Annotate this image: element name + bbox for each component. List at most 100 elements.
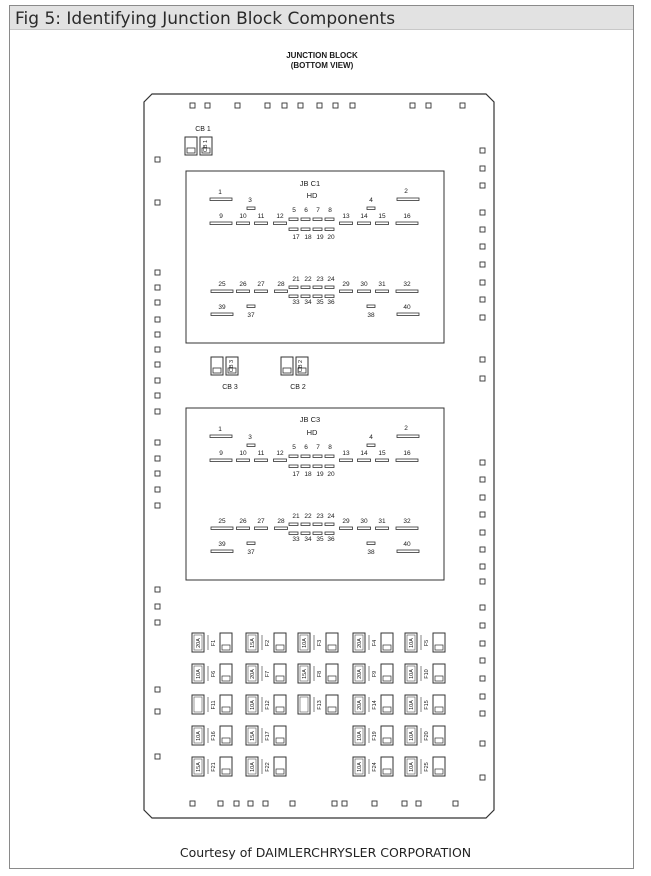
terminal	[300, 217, 311, 221]
fuse-socket-tab	[434, 768, 444, 775]
pin-label: 19	[316, 234, 324, 241]
pin-label: 17	[292, 234, 300, 241]
fuse-body-inner	[193, 634, 203, 651]
fuse-socket-tab	[275, 644, 285, 651]
pin-label: 15	[378, 450, 386, 457]
mount-hole-right	[479, 563, 486, 570]
terminal	[246, 304, 256, 308]
fuse-body-inner	[299, 634, 309, 651]
pin-label: 28	[277, 518, 285, 525]
fuse-socket-tab	[382, 706, 392, 713]
cb-inner-label: CB 3	[229, 360, 235, 372]
fuse-socket	[325, 694, 339, 715]
fuse-socket-tab	[275, 737, 285, 744]
pin-label: 21	[292, 513, 300, 520]
fuse-rating: 20A	[357, 638, 363, 648]
connector-subtitle: HD	[307, 191, 318, 200]
mount-hole-right	[479, 578, 486, 585]
fuse-body-inner	[406, 727, 416, 744]
mount-hole-left	[154, 316, 161, 323]
fuse-id: F13	[317, 700, 323, 709]
terminal	[300, 285, 311, 289]
pin-label: 12	[276, 450, 284, 457]
pin-label: 8	[328, 207, 332, 214]
cb-inner-label: CB 2	[298, 360, 304, 372]
fuse-socket-tab	[382, 737, 392, 744]
terminal	[288, 285, 299, 289]
cb-terminal-tab	[201, 147, 211, 154]
fuse-rating: 10A	[250, 700, 256, 710]
terminal	[246, 541, 256, 545]
terminal	[339, 221, 353, 225]
fuse-body-inner	[193, 665, 203, 682]
fuse-socket	[325, 632, 339, 653]
fuse-body-inner	[193, 727, 203, 744]
mount-hole-left	[154, 502, 161, 509]
mount-hole-top	[425, 102, 432, 109]
terminal	[210, 549, 234, 553]
mount-hole-right	[479, 604, 486, 611]
fuse-socket	[380, 756, 394, 777]
fuse-id: F20	[424, 731, 430, 740]
terminal	[209, 197, 233, 201]
mount-hole-left	[154, 156, 161, 163]
fuse-socket-tab	[221, 737, 231, 744]
terminal	[312, 522, 323, 526]
mount-hole-left	[154, 586, 161, 593]
terminal	[300, 454, 311, 458]
fuse-rating: 10A	[357, 731, 363, 741]
pin-label: 15	[378, 213, 386, 220]
fuse-body-inner	[406, 665, 416, 682]
pin-label: 27	[257, 518, 265, 525]
fuse-rating: 15A	[196, 762, 202, 772]
mount-hole-bottom	[415, 800, 422, 807]
terminal	[254, 458, 268, 462]
pin-label: 24	[327, 513, 335, 520]
fuse-socket	[219, 632, 233, 653]
terminal	[274, 289, 288, 293]
mount-hole-right	[479, 657, 486, 664]
fuse-rating: 15A	[250, 638, 256, 648]
fuse-body	[352, 725, 366, 746]
terminal	[288, 217, 299, 221]
fuse-body	[404, 694, 418, 715]
fuse-socket	[432, 632, 446, 653]
mount-hole-top	[264, 102, 271, 109]
terminal	[366, 443, 376, 447]
mount-hole-left	[154, 470, 161, 477]
fuse-body	[191, 694, 205, 715]
terminal	[300, 531, 311, 535]
fuse-body-inner	[193, 758, 203, 775]
pin-label: 34	[304, 536, 312, 543]
pin-label: 22	[304, 276, 312, 283]
pin-label: 6	[304, 207, 308, 214]
mount-hole-right	[479, 165, 486, 172]
mount-hole-right	[479, 675, 486, 682]
pin-label: 24	[327, 276, 335, 283]
pin-label: 3	[248, 197, 252, 204]
mount-hole-right	[479, 296, 486, 303]
fuse-body	[191, 725, 205, 746]
fuse-id: F21	[211, 762, 217, 771]
mount-hole-top	[409, 102, 416, 109]
fuse-id: F24	[372, 762, 378, 771]
fuse-socket	[273, 663, 287, 684]
pin-label: 30	[360, 281, 368, 288]
connector-box-jbc1	[185, 170, 445, 344]
cb-terminal-tab	[227, 367, 237, 374]
terminal	[288, 294, 299, 298]
diagram-heading-2: (BOTTOM VIEW)	[291, 61, 354, 70]
mount-hole-left	[154, 708, 161, 715]
fuse-body-inner	[354, 758, 364, 775]
fuse-socket	[219, 663, 233, 684]
pin-label: 2	[404, 188, 408, 195]
terminal	[366, 206, 376, 210]
fuse-socket	[380, 694, 394, 715]
block-outline	[143, 93, 495, 819]
fuse-body	[404, 632, 418, 653]
pin-label: 33	[292, 536, 300, 543]
mount-hole-top	[349, 102, 356, 109]
pin-label: 36	[327, 299, 335, 306]
mount-hole-left	[154, 331, 161, 338]
cb-terminal-tab	[186, 147, 196, 154]
